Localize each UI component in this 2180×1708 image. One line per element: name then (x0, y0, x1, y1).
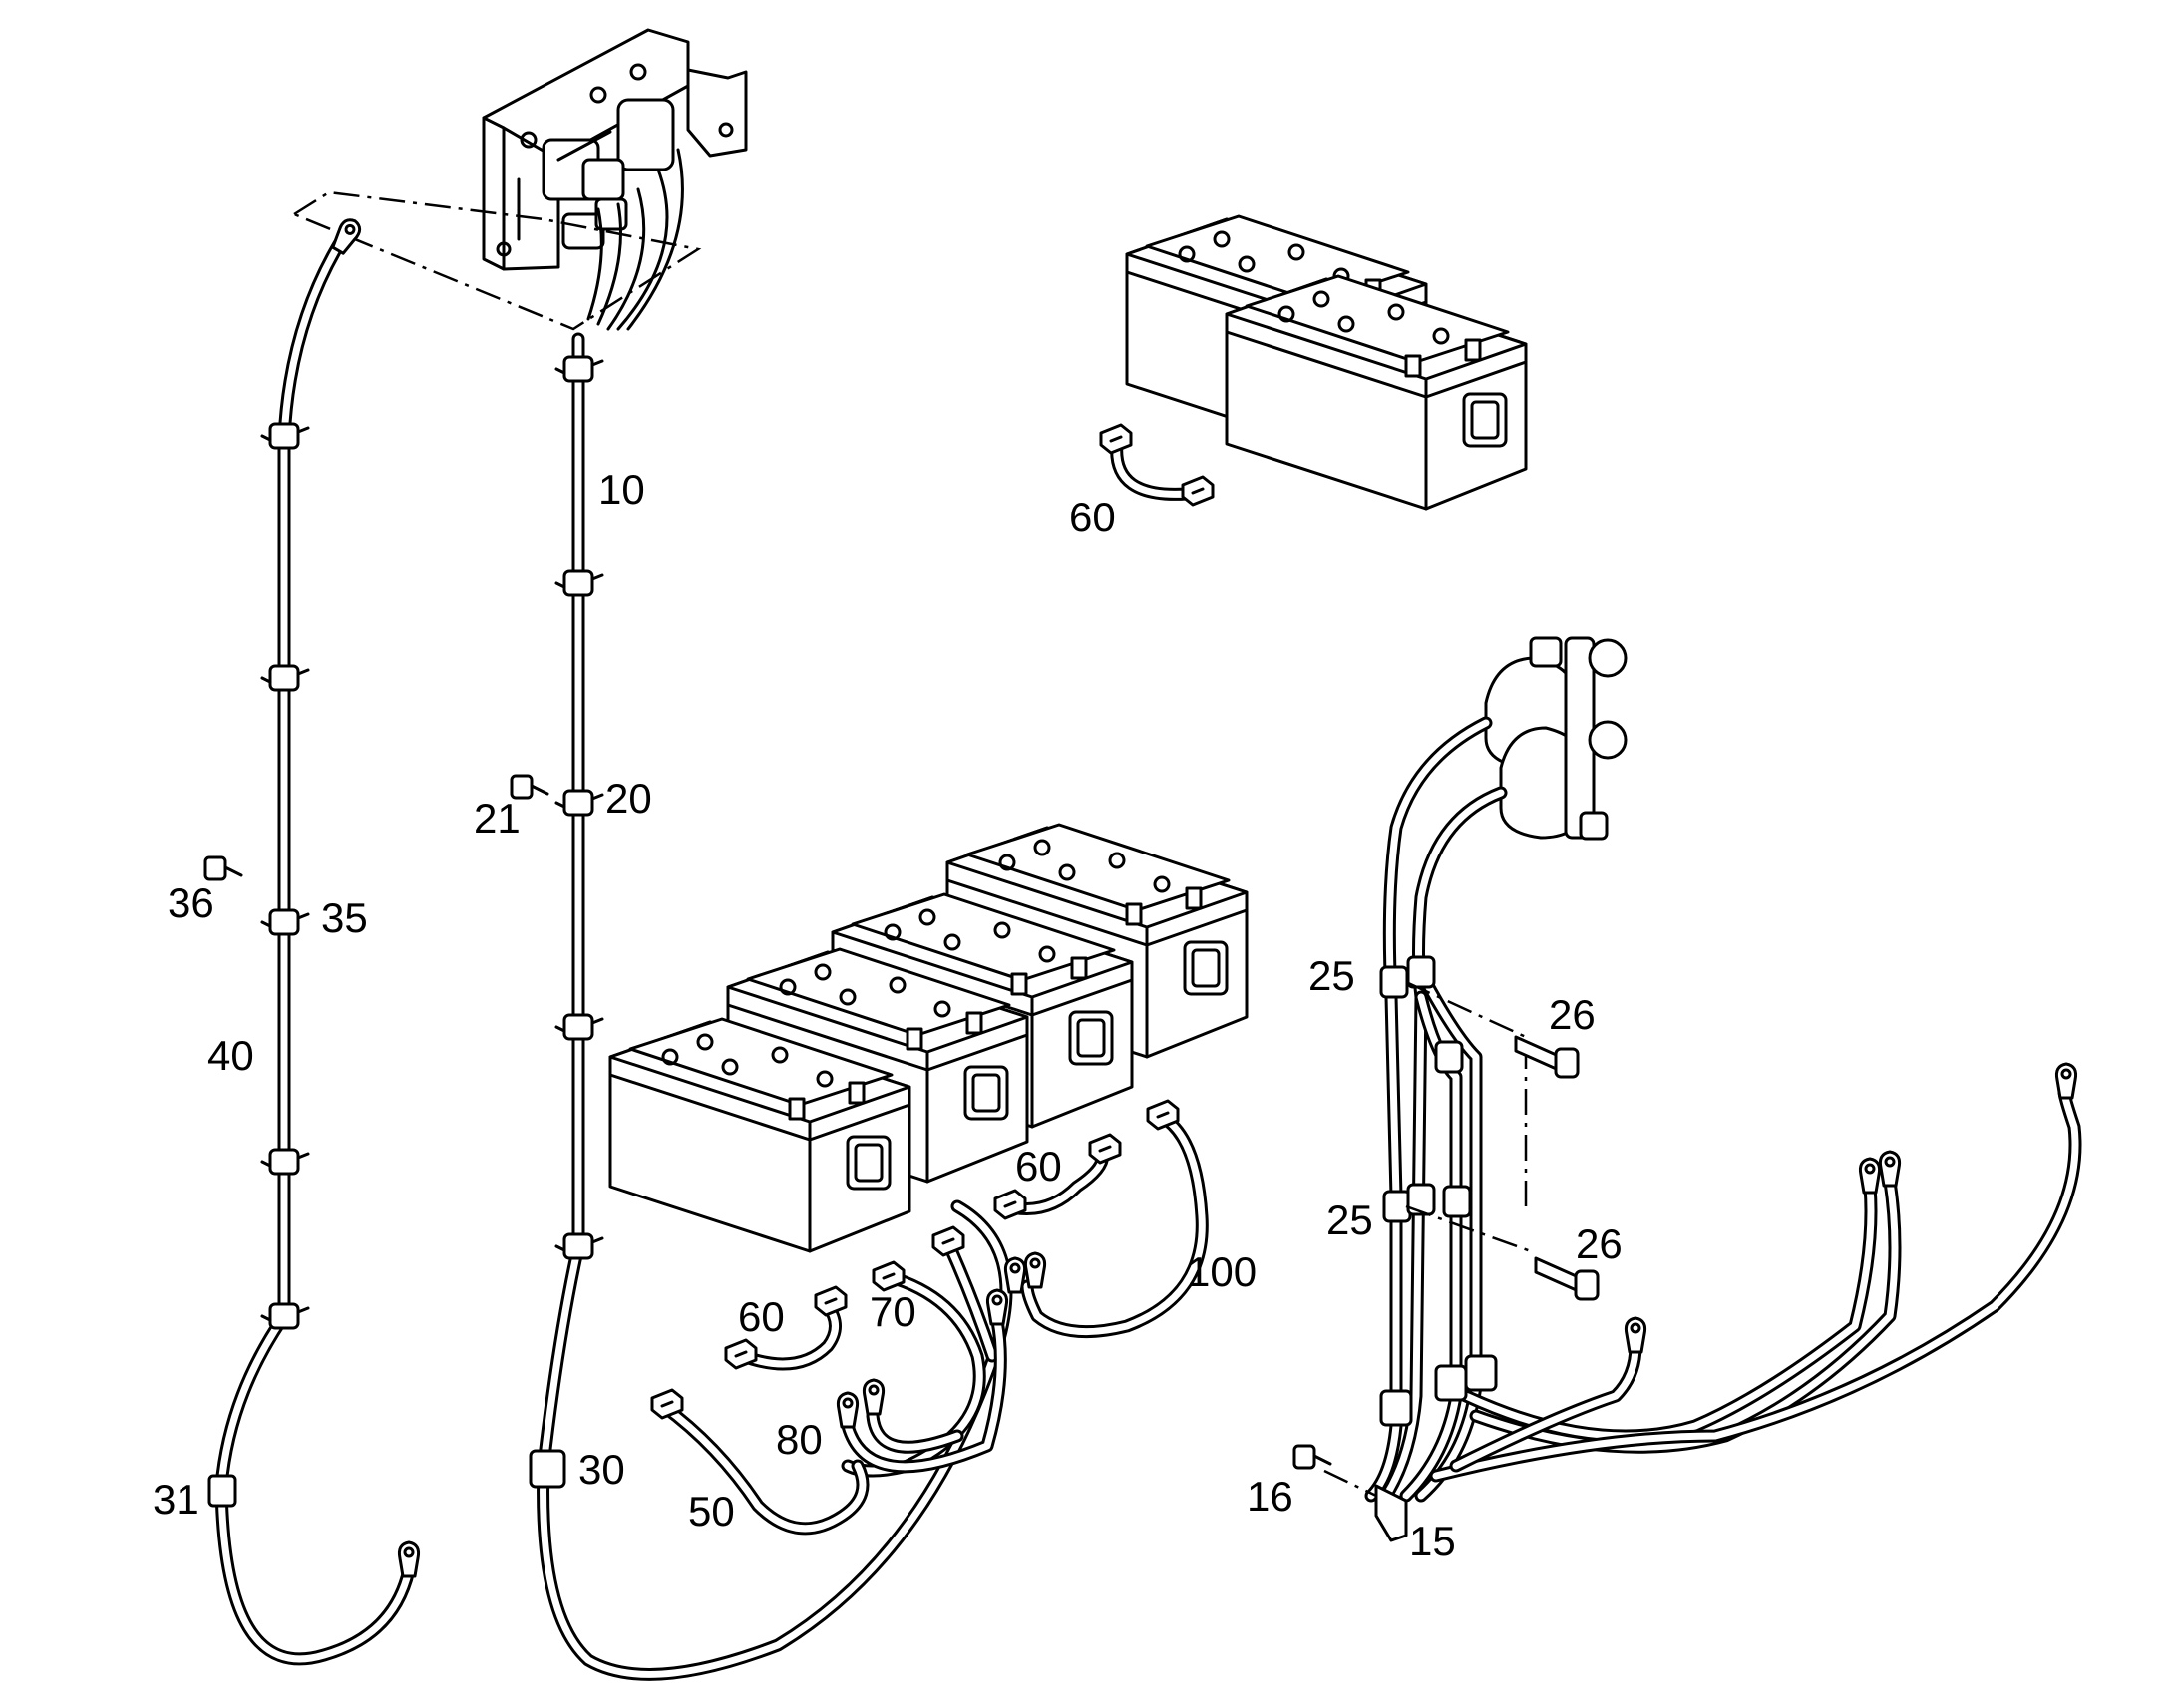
label-15: 15 (1409, 1518, 1456, 1564)
label-60-middle: 60 (1015, 1143, 1062, 1190)
label-31: 31 (153, 1476, 199, 1523)
cable-70 (841, 1225, 999, 1478)
label-70: 70 (870, 1288, 916, 1335)
jumper-cable-60-top (1099, 423, 1215, 507)
battery-bank-four (608, 823, 1249, 1253)
solenoid-assembly (1484, 636, 1628, 841)
label-26-lower: 26 (1576, 1220, 1623, 1267)
bolt-26-lower (1534, 1256, 1600, 1301)
label-40: 40 (207, 1032, 254, 1079)
label-35: 35 (321, 894, 368, 941)
jumper-cable-60-middle (993, 1133, 1122, 1220)
label-20: 20 (605, 775, 652, 822)
label-80: 80 (776, 1416, 823, 1463)
bolt-26-guide-lower (1405, 1204, 1532, 1253)
relay-control-box (482, 28, 748, 331)
bolt-26-guide-upper (1405, 980, 1528, 1206)
bolt-36 (203, 855, 243, 881)
bolt-16 (1292, 1444, 1332, 1470)
bolt-16-guide (1323, 1469, 1377, 1498)
jumper-cable-60-lower (724, 1285, 848, 1371)
label-25-upper: 25 (1308, 952, 1355, 999)
label-21: 21 (474, 795, 521, 842)
label-36: 36 (168, 879, 214, 926)
bolt-26-upper (1514, 1035, 1580, 1079)
cable-50 (650, 1388, 870, 1536)
label-60-lower: 60 (738, 1293, 785, 1340)
label-50: 50 (688, 1488, 735, 1535)
label-100: 100 (1187, 1248, 1257, 1295)
label-16: 16 (1247, 1473, 1293, 1520)
label-30: 30 (578, 1446, 625, 1493)
mounting-outline (291, 190, 702, 331)
label-10: 10 (598, 466, 645, 512)
battery-pair-top (1125, 214, 1528, 511)
cable-harness-15 (1364, 716, 2082, 1542)
cable-harness-40 (207, 214, 421, 1666)
label-60-top: 60 (1069, 494, 1116, 540)
label-26-upper: 26 (1549, 991, 1596, 1038)
label-25-lower: 25 (1326, 1196, 1373, 1243)
cable-100 (1003, 1099, 1209, 1339)
cable-80 (836, 1288, 1009, 1474)
